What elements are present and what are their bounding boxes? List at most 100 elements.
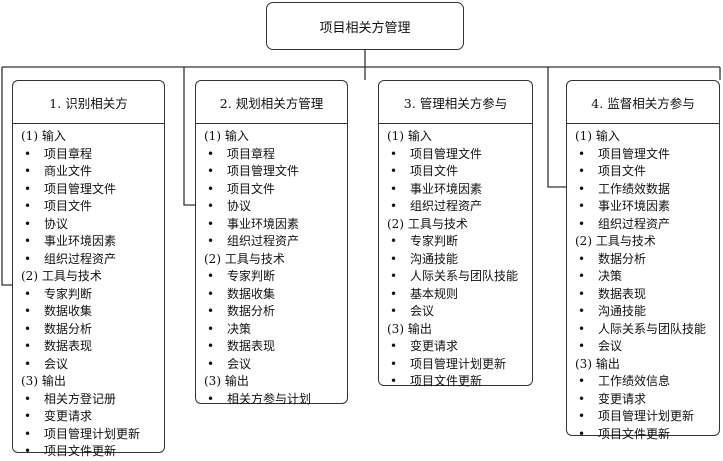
list-item: • 项目文件 (575, 163, 719, 181)
list-item-text: 基本规则 (410, 286, 459, 301)
list-item: •决策 (204, 321, 347, 339)
list-item: •组织过程资产 (575, 216, 719, 234)
bullet-icon: • (390, 286, 398, 301)
list-item: •项目章程 (21, 146, 164, 164)
list-item-text: 决策 (598, 269, 623, 283)
list-item-text: 项目管理文件 (598, 146, 671, 161)
list-item: •变更请求 (387, 338, 532, 356)
list-item-text: 事业环境因素 (598, 199, 671, 213)
list-item-text: 专家判断 (227, 269, 276, 283)
list-item: •会议 (204, 356, 347, 374)
root-node-title: 项目相关方管理 (266, 2, 464, 50)
process-box-identify-stakeholders: 1. 识别相关方(1) 输入•项目章程•商业文件•项目管理文件•项目文件•协议•… (12, 80, 165, 458)
process-content: (1) 输入•项目章程•商业文件•项目管理文件•项目文件•协议•事业环境因素•组… (13, 124, 164, 461)
list-item-text: 相关方登记册 (44, 391, 117, 406)
section-heading: (2) 工具与技术 (21, 269, 102, 283)
bullet-icon: • (390, 164, 398, 178)
list-item-text: 变更请求 (598, 391, 647, 406)
list-item: •数据分析 (21, 321, 164, 339)
list-item: •数据分析 (575, 251, 719, 269)
list-item: •事业环境因素 (387, 181, 532, 199)
bullet-icon: • (578, 391, 586, 406)
list-item-text: 组织过程资产 (44, 251, 117, 266)
bullet-icon: • (578, 409, 586, 423)
list-item-text: 项目文件 (598, 164, 647, 178)
bullet-icon: • (390, 356, 398, 371)
list-item: •专家判断 (204, 268, 347, 286)
bullet-icon: • (207, 356, 215, 371)
list-item-text: 人际关系与团队技能 (410, 269, 519, 283)
list-item: •变更请求 (21, 408, 164, 426)
process-box-manage-stakeholder-engagement: 3. 管理相关方参与(1) 输入•项目管理文件•项目文件•事业环境因素•组织过程… (378, 80, 533, 388)
bullet-icon: • (24, 199, 32, 213)
bullet-icon: • (24, 286, 32, 301)
bullet-icon: • (207, 286, 215, 301)
bullet-icon: • (24, 216, 32, 231)
list-item-text: 决策 (227, 321, 252, 336)
list-item-text: 数据表现 (227, 339, 276, 353)
list-item-text: 工作绩效数据 (598, 181, 671, 196)
bullet-icon: • (24, 444, 32, 458)
process-content: (1) 输入•项目管理文件•项目文件•事业环境因素•组织过程资产(2) 工具与技… (379, 124, 532, 391)
list-item: •项目文件更新 (21, 443, 164, 461)
bullet-icon: • (390, 181, 398, 196)
process-content: (1) 输入•项目管理文件•项目文件•工作绩效数据•事业环境因素•组织过程资产(… (567, 124, 719, 443)
bullet-icon: • (207, 216, 215, 231)
list-item: •数据收集 (21, 303, 164, 321)
list-item: •项目文件更新 (387, 373, 532, 391)
list-item: •沟通技能 (575, 303, 719, 321)
bullet-icon: • (24, 234, 32, 248)
list-item: • 组织过程资产 (387, 198, 532, 216)
list-item-text: 数据表现 (598, 286, 647, 301)
section-heading: (3) 输出 (21, 374, 66, 388)
bullet-icon: • (24, 181, 32, 196)
bullet-icon: • (578, 164, 586, 178)
list-item-text: 组织过程资产 (410, 199, 483, 213)
list-item-text: 项目文件更新 (410, 374, 483, 388)
list-item: •项目文件 (387, 163, 532, 181)
list-item: • 人际关系与团队技能 (387, 268, 532, 286)
list-item: •事业环境因素 (21, 233, 164, 251)
bullet-icon: • (207, 234, 215, 248)
list-item-text: 协议 (44, 216, 69, 231)
bullet-icon: • (578, 269, 586, 283)
list-item-text: 项目管理计划更新 (44, 426, 141, 441)
list-item-text: 变更请求 (410, 339, 459, 353)
list-item: •项目文件 (204, 181, 347, 199)
list-item: •相关方登记册 (21, 391, 164, 409)
section-heading: (2) 工具与技术 (575, 234, 656, 248)
list-item: •协议 (204, 198, 347, 216)
bullet-icon: • (207, 181, 215, 196)
bullet-icon: • (390, 269, 398, 283)
list-item-text: 会议 (44, 356, 69, 371)
bullet-icon: • (24, 251, 32, 266)
list-item: •项目管理文件 (21, 181, 164, 199)
list-item-text: 项目文件 (44, 199, 93, 213)
bullet-icon: • (207, 304, 215, 318)
list-item: •项目管理计划更新 (387, 356, 532, 374)
bullet-icon: • (578, 199, 586, 213)
list-item-text: 项目管理文件 (227, 164, 300, 178)
bullet-icon: • (24, 409, 32, 423)
list-item-text: 会议 (410, 304, 435, 318)
bullet-icon: • (578, 251, 586, 266)
list-item-text: 专家判断 (44, 286, 93, 301)
list-item-text: 数据分析 (44, 321, 93, 336)
list-item-text: 专家判断 (410, 234, 459, 248)
section-heading: (1) 输入 (575, 129, 620, 143)
bullet-icon: • (578, 181, 586, 196)
list-item: •项目管理文件 (575, 146, 719, 164)
bullet-icon: • (24, 146, 32, 161)
list-item: •项目文件更新 (575, 426, 719, 444)
list-item: • 协议 (21, 216, 164, 234)
bullet-icon: • (390, 199, 398, 213)
bullet-icon: • (578, 374, 586, 388)
list-item-text: 会议 (598, 339, 623, 353)
bullet-icon: • (24, 339, 32, 353)
section-heading: (2) 工具与技术 (387, 216, 468, 231)
list-item-text: 工作绩效信息 (598, 374, 671, 388)
list-item: • 工作绩效信息 (575, 373, 719, 391)
list-item: •项目管理文件 (387, 146, 532, 164)
list-item: •项目章程 (204, 146, 347, 164)
